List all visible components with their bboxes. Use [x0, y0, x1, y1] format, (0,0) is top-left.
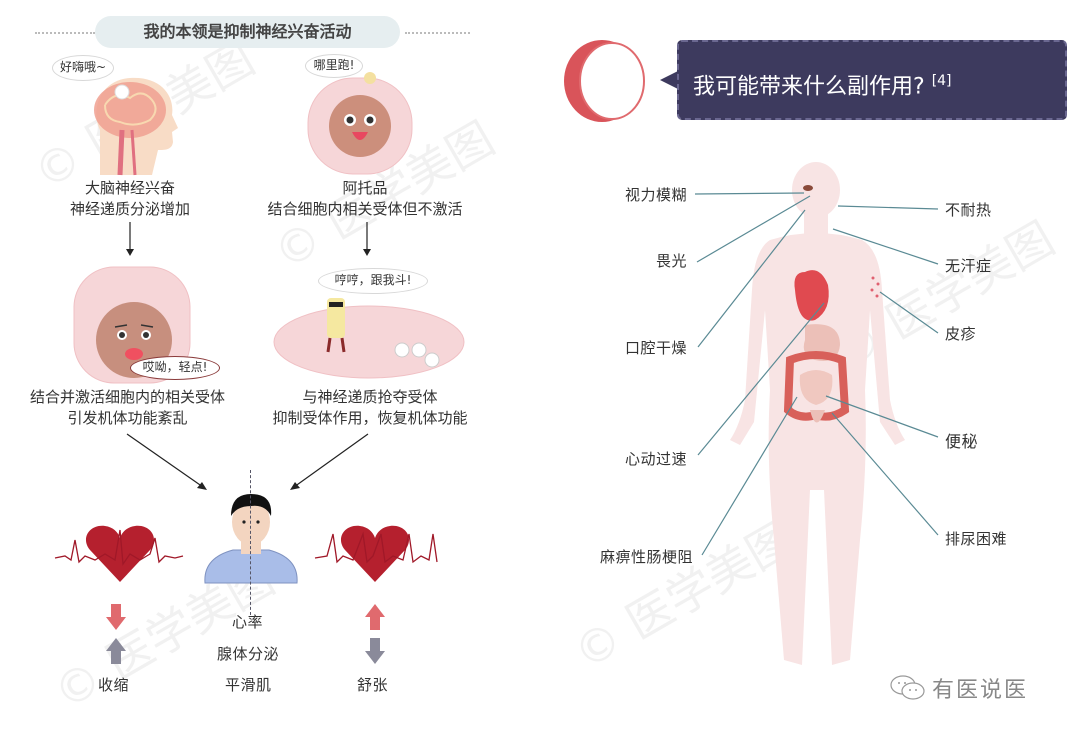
atropine-speech-bubble: 哪里跑!	[305, 54, 363, 78]
side-effect-paralytic-ileus: 麻痹性肠梗阻	[600, 548, 694, 566]
effect-label-relax: 舒张	[357, 676, 389, 694]
effect-label-contract: 收缩	[98, 676, 130, 694]
activated-caption: 结合并激活细胞内的相关受体 引发机体功能紊乱	[15, 387, 240, 429]
header-pointer	[660, 70, 680, 90]
side-effect-blurred-vision: 视力模糊	[625, 186, 688, 204]
footer-brand-text: 有医说医	[932, 678, 1029, 703]
arrow-red-down-icon	[106, 604, 126, 630]
competition-caption-line1: 与神经递质抢夺受体	[302, 388, 438, 406]
side-effect-photophobia: 畏光	[656, 252, 688, 270]
competition-speech-bubble: 哼哼，跟我斗!	[318, 268, 428, 294]
arrow-red-up-icon	[365, 604, 385, 630]
center-label-heart-rate: 心率	[232, 613, 264, 631]
atropine-cell-icon	[307, 72, 413, 175]
arrow-gray-down-icon	[365, 638, 385, 664]
brain-caption-line2: 神经递质分泌增加	[69, 200, 190, 218]
human-body-icon	[730, 162, 905, 665]
title-dots-right	[405, 32, 470, 34]
footer-brand: 有医说医	[890, 672, 1028, 704]
activated-speech-bubble: 哎呦，轻点!	[130, 356, 220, 380]
heart-ecg-right-icon	[314, 525, 438, 582]
atropine-caption-line1: 阿托品	[342, 179, 388, 197]
side-effect-heat-intolerance: 不耐热	[945, 201, 992, 219]
brain-speech-bubble: 好嗨哦~	[52, 55, 114, 81]
center-label-gland-secretion: 腺体分泌	[217, 645, 280, 663]
arrow-diagonal-left-icon	[126, 433, 207, 490]
header-reference: [4]	[931, 73, 952, 89]
wechat-icon	[890, 675, 925, 700]
ring-icon	[564, 40, 645, 122]
side-effects-header: 我可能带来什么副作用? [4]	[677, 40, 1067, 120]
atropine-caption: 阿托品 结合细胞内相关受体但不激活	[250, 178, 480, 220]
heart-ecg-left-icon	[54, 525, 184, 582]
center-dashed-line	[250, 470, 251, 615]
side-effect-urinary-retention: 排尿困难	[945, 530, 1008, 548]
arrow-down-left-icon	[126, 222, 134, 256]
side-effect-dry-mouth: 口腔干燥	[625, 339, 688, 357]
competition-caption-line2: 抑制受体作用，恢复机体功能	[272, 409, 468, 427]
center-label-smooth-muscle: 平滑肌	[225, 676, 272, 694]
competition-caption: 与神经递质抢夺受体 抑制受体作用，恢复机体功能	[255, 387, 485, 429]
brain-caption: 大脑神经兴奋 神经递质分泌增加	[40, 178, 220, 220]
brain-head-icon	[94, 77, 178, 176]
arrow-down-right-icon	[363, 222, 371, 256]
brain-caption-line1: 大脑神经兴奋	[84, 179, 175, 197]
side-effect-anhidrosis: 无汗症	[945, 257, 992, 275]
header-text: 我可能带来什么副作用?	[693, 74, 925, 100]
side-effect-rash: 皮疹	[945, 325, 977, 343]
person-icon	[204, 494, 298, 584]
atropine-caption-line2: 结合细胞内相关受体但不激活	[267, 200, 463, 218]
title-dots-left	[35, 32, 95, 34]
activated-caption-line1: 结合并激活细胞内的相关受体	[29, 388, 225, 406]
arrow-diagonal-right-icon	[290, 433, 369, 490]
side-effect-tachycardia: 心动过速	[625, 450, 688, 468]
activated-caption-line2: 引发机体功能紊乱	[67, 409, 188, 427]
competition-cell-icon	[273, 298, 465, 379]
page-title: 我的本领是抑制神经兴奋活动	[95, 16, 400, 48]
side-effect-constipation: 便秘	[945, 432, 979, 451]
arrow-gray-up-icon	[106, 638, 126, 664]
